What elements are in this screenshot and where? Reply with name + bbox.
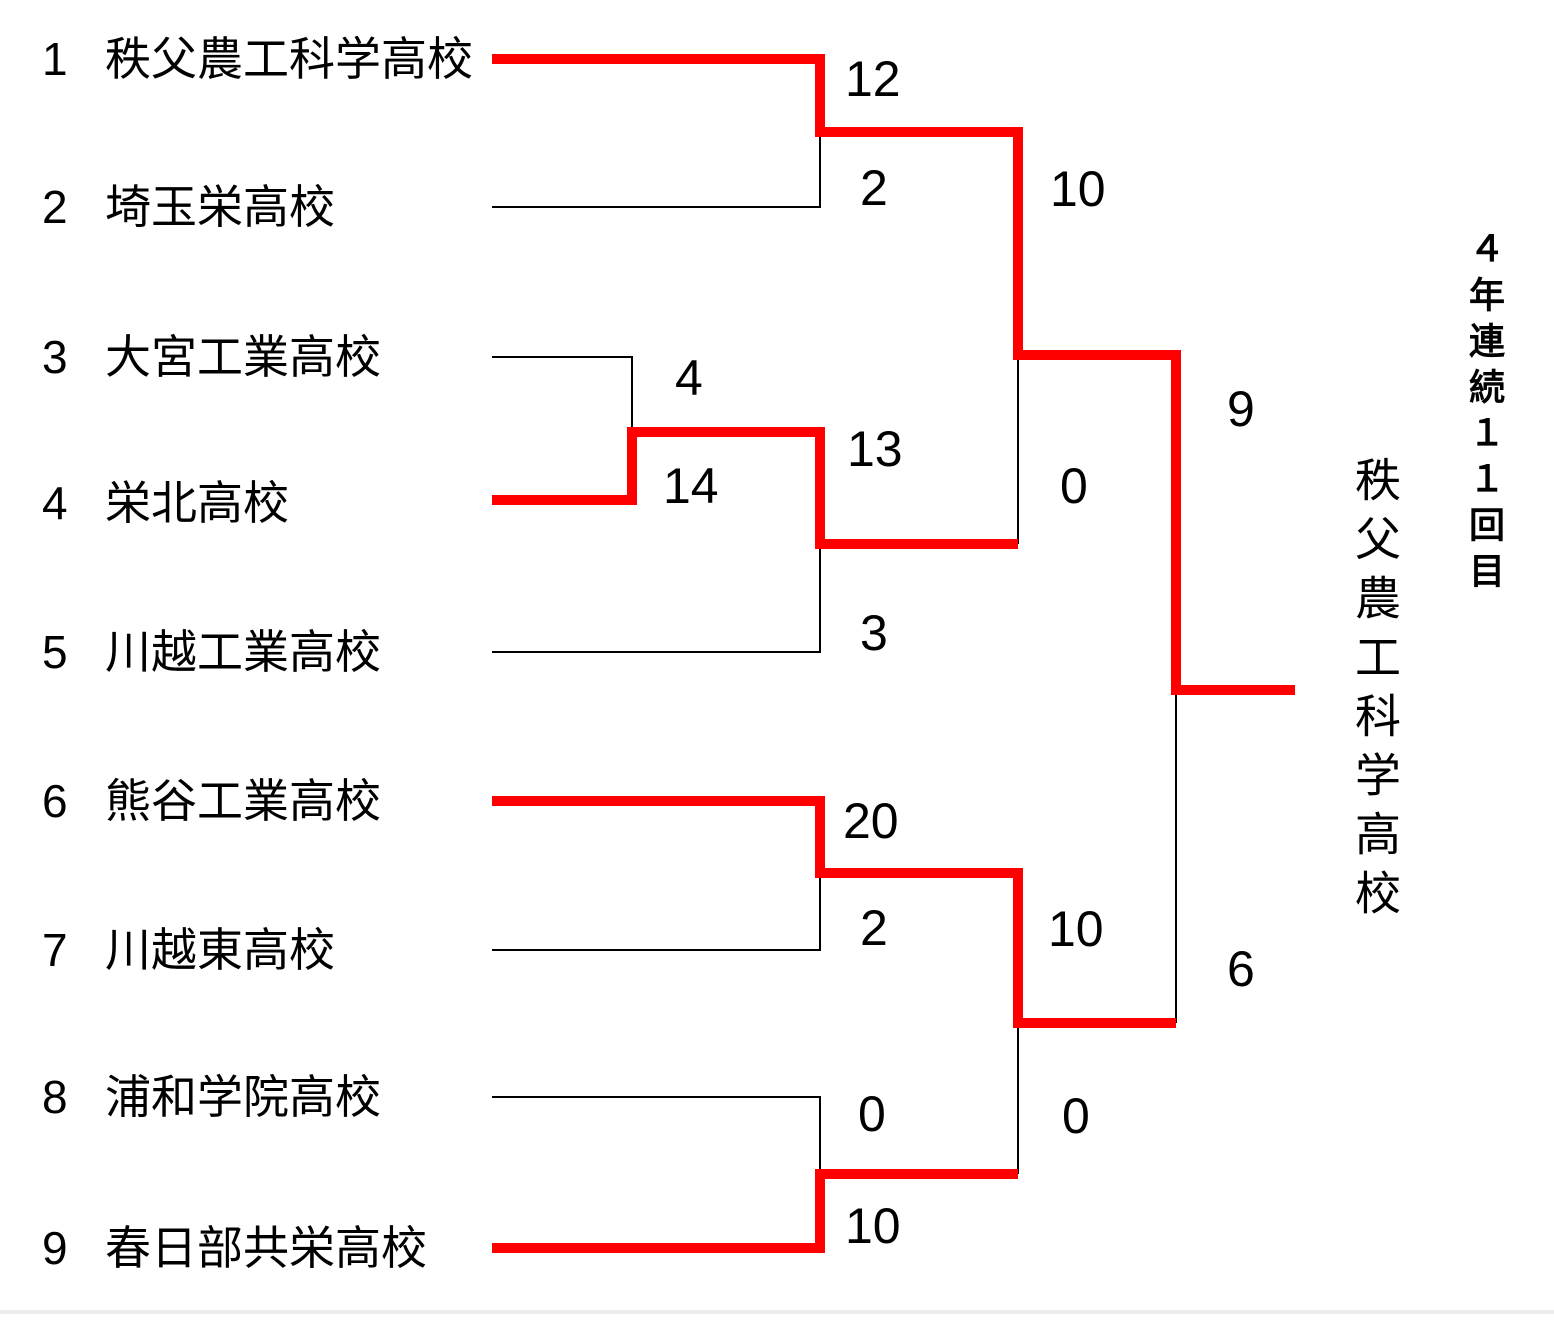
team-row-8: 8 浦和学院高校 [42,1074,381,1120]
team-row-6: 6 熊谷工業高校 [42,778,381,824]
score-qf4-winner: 10 [845,1198,901,1254]
team-name: 浦和学院高校 [105,1071,381,1123]
connector-team5-kawagoekogyo [492,544,821,653]
team-name: 栄北高校 [105,477,289,529]
team-row-9: 9 春日部共栄高校 [42,1225,427,1271]
winner-path-champion-chichibunoko [492,54,1295,695]
team-row-5: 5 川越工業高校 [42,629,381,675]
team-name: 埼玉栄高校 [105,181,335,233]
team-name: 川越東高校 [105,924,335,976]
score-qf2-loser: 3 [860,605,888,661]
team-name: 熊谷工業高校 [105,775,381,827]
team-seed: 2 [42,181,68,233]
champion-name: 秩父農工科学高校 [1349,456,1401,928]
connector-team2-saitamasakae [492,132,821,208]
score-final-loser: 6 [1227,941,1255,997]
score-qf2-winner: 13 [847,421,903,477]
score-sf2-winner: 10 [1048,901,1104,957]
team-name: 川越工業高校 [105,626,381,678]
team-seed: 7 [42,924,68,976]
team-name: 秩父農工科学高校 [105,33,473,85]
team-row-1: 1 秩父農工科学高校 [42,36,473,82]
score-sf1-winner: 10 [1050,161,1106,217]
champion-streak-note: ４年連続１１回目 [1464,230,1505,598]
team-row-4: 4 栄北高校 [42,480,289,526]
score-qf1-loser: 2 [860,160,888,216]
team-seed: 1 [42,33,68,85]
winner-path-kumagayakogyo [492,796,1176,1028]
score-qf4-loser: 0 [858,1086,886,1142]
winner-path-eihoku [492,427,1018,549]
connector-team8-urawagakuin [492,1096,821,1174]
score-qf1-winner: 12 [845,51,901,107]
team-seed: 9 [42,1222,68,1274]
score-r1-loser: 4 [675,350,703,406]
team-seed: 3 [42,331,68,383]
connector-team3-omiyakogyo [492,356,633,432]
team-seed: 5 [42,626,68,678]
team-name: 大宮工業高校 [105,331,381,383]
score-final-winner: 9 [1227,381,1255,437]
score-sf2-loser: 0 [1062,1088,1090,1144]
connector-team7-kawagoehigashi [492,873,821,951]
team-name: 春日部共栄高校 [105,1222,427,1274]
team-row-7: 7 川越東高校 [42,927,335,973]
score-qf3-winner: 20 [843,793,899,849]
team-seed: 4 [42,477,68,529]
winner-path-kasukabekyoei [492,1169,1018,1253]
score-r1-winner: 14 [663,458,719,514]
score-sf1-loser: 0 [1060,458,1088,514]
team-row-3: 3 大宮工業高校 [42,334,381,380]
team-seed: 6 [42,775,68,827]
score-qf3-loser: 2 [860,900,888,956]
team-seed: 8 [42,1071,68,1123]
team-row-2: 2 埼玉栄高校 [42,184,335,230]
